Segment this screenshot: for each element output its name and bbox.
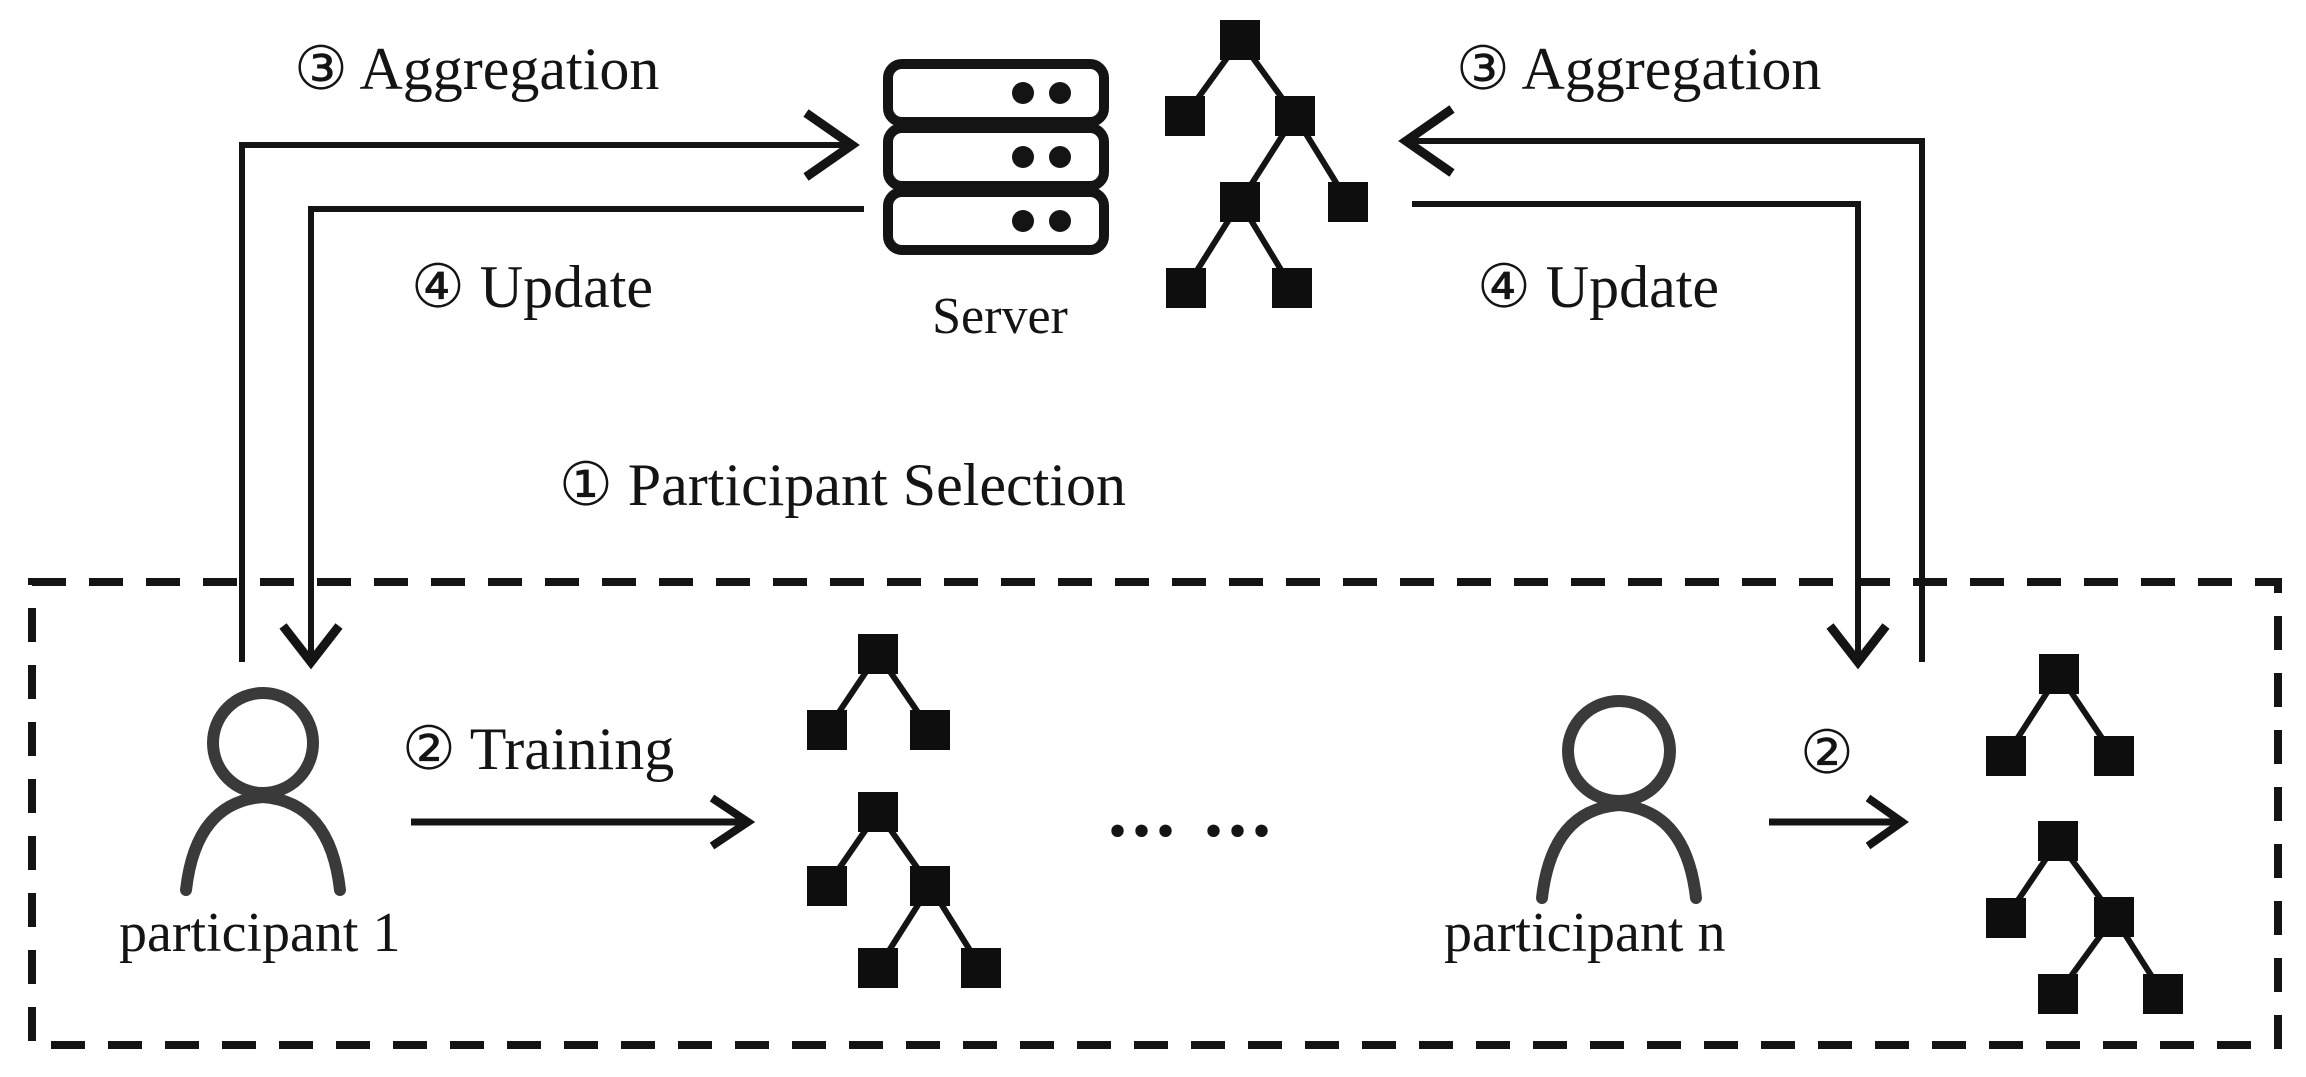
label-participant-1: participant 1 bbox=[119, 902, 401, 964]
training-arrow-participant1 bbox=[411, 794, 756, 850]
participantn-tree-icon bbox=[1986, 654, 2183, 1014]
label-ellipsis: ... ... bbox=[1108, 769, 1276, 853]
label-update-left: ④ Update bbox=[411, 254, 654, 320]
label-aggregation-right: ③ Aggregation bbox=[1456, 36, 1822, 102]
label-server: Server bbox=[932, 288, 1068, 345]
training-arrow-participantn bbox=[1769, 794, 1909, 850]
server-icon bbox=[883, 59, 1109, 255]
label-participant-n: participant n bbox=[1444, 902, 1726, 964]
participant1-tree-icon bbox=[807, 634, 1001, 988]
participantn-person-icon bbox=[1536, 695, 1702, 904]
update-left-arrow bbox=[279, 206, 864, 670]
server-tree-icon bbox=[1165, 20, 1368, 308]
aggregation-left-arrow bbox=[239, 109, 860, 662]
participants-dashed-box bbox=[28, 578, 2282, 1049]
label-participant-selection: ① Participant Selection bbox=[559, 452, 1126, 518]
aggregation-right-arrow bbox=[1398, 105, 1925, 662]
label-training-n: ② bbox=[1800, 720, 1854, 786]
participant1-person-icon bbox=[180, 687, 346, 896]
label-update-right: ④ Update bbox=[1477, 254, 1720, 320]
label-aggregation-left: ③ Aggregation bbox=[294, 36, 660, 102]
update-right-arrow bbox=[1412, 201, 1890, 670]
label-training: ② Training bbox=[402, 716, 675, 782]
